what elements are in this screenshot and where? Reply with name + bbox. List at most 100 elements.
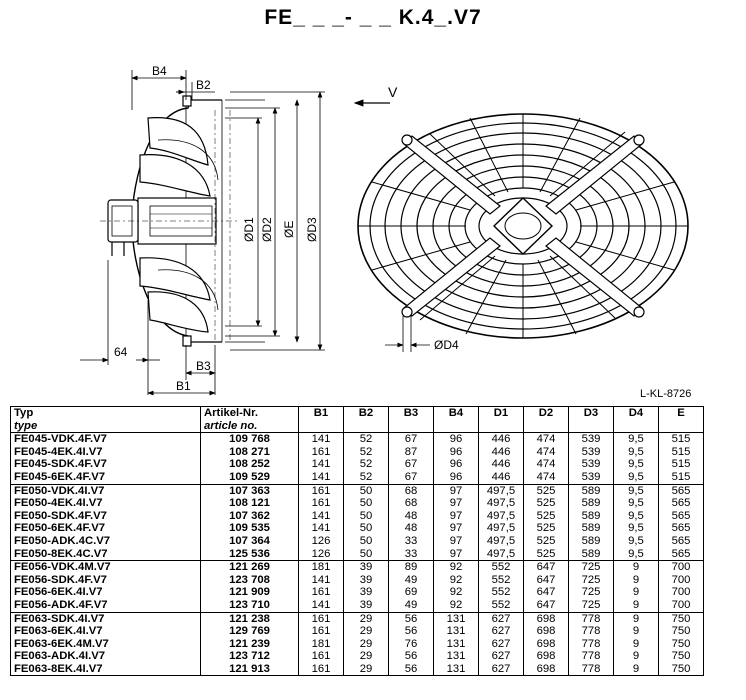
dimension-cell: 9: [613, 560, 659, 574]
article-number-cell: 121 909: [200, 586, 299, 599]
dimension-cell: 67: [388, 432, 434, 446]
dimension-cell: 627: [478, 611, 524, 626]
dimension-cell: 50: [343, 509, 389, 523]
dimension-cell: 141: [298, 470, 344, 485]
type-cell: FE063-SDK.4I.V7: [10, 611, 201, 626]
dimension-cell: 9,5: [613, 522, 659, 535]
dimension-cell: 52: [343, 445, 389, 459]
dimension-cell: 474: [523, 432, 569, 446]
article-number-cell: 107 362: [200, 509, 299, 523]
dimension-cell: 539: [568, 445, 614, 459]
dimension-cell: 539: [568, 470, 614, 485]
column-header-sublabel: article no.: [204, 419, 258, 432]
dimension-cell: 76: [388, 637, 434, 651]
dimension-cell: 68: [388, 497, 434, 510]
label-b2: B2: [196, 78, 211, 92]
dimension-cell: 161: [298, 483, 344, 498]
type-cell: FE045-6EK.4F.V7: [10, 470, 201, 485]
dimension-cell: 552: [478, 573, 524, 587]
column-header: E: [658, 406, 704, 434]
dimension-cell: 97: [433, 497, 479, 510]
type-cell: FE045-SDK.4F.V7: [10, 458, 201, 471]
dimension-cell: 552: [478, 560, 524, 574]
dimension-cell: 52: [343, 470, 389, 485]
dimension-cell: 161: [298, 445, 344, 459]
type-cell: FE050-ADK.4C.V7: [10, 534, 201, 548]
dimension-cell: 29: [343, 625, 389, 638]
article-number-cell: 123 708: [200, 573, 299, 587]
dimension-cell: 92: [433, 560, 479, 574]
label-b3: B3: [196, 359, 211, 373]
dimension-cell: 161: [298, 497, 344, 510]
article-number-cell: 109 768: [200, 432, 299, 446]
article-number-cell: 107 363: [200, 483, 299, 498]
dimension-cell: 725: [568, 560, 614, 574]
dimension-cell: 39: [343, 586, 389, 599]
type-cell: FE050-VDK.4I.V7: [10, 483, 201, 498]
dimension-cell: 446: [478, 445, 524, 459]
dimension-cell: 50: [343, 522, 389, 535]
label-e: ØE: [282, 221, 296, 238]
article-number-cell: 109 529: [200, 470, 299, 485]
column-header-label: B3: [403, 407, 419, 419]
dimension-lines: [80, 70, 325, 396]
article-number-cell: 123 712: [200, 650, 299, 663]
dimension-cell: 497,5: [478, 509, 524, 523]
dimension-cell: 9: [613, 662, 659, 676]
dimension-cell: 552: [478, 586, 524, 599]
dimension-cell: 49: [388, 598, 434, 612]
column-header-label: D3: [583, 407, 599, 419]
dimension-cell: 565: [658, 522, 704, 535]
label-64: 64: [114, 345, 128, 359]
article-number-cell: 121 913: [200, 662, 299, 676]
dimension-cell: 497,5: [478, 497, 524, 510]
dimension-cell: 474: [523, 470, 569, 485]
dimension-cell: 56: [388, 611, 434, 626]
dimension-cell: 497,5: [478, 522, 524, 535]
dimension-cell: 89: [388, 560, 434, 574]
type-cell: FE050-SDK.4F.V7: [10, 509, 201, 523]
dimension-cell: 474: [523, 445, 569, 459]
dimension-cell: 750: [658, 650, 704, 663]
dimension-cell: 698: [523, 650, 569, 663]
article-number-cell: 121 269: [200, 560, 299, 574]
dimension-cell: 497,5: [478, 534, 524, 548]
dimension-cell: 778: [568, 611, 614, 626]
dimension-cell: 33: [388, 534, 434, 548]
dimension-cell: 9,5: [613, 509, 659, 523]
dimension-cell: 131: [433, 650, 479, 663]
dimension-cell: 131: [433, 611, 479, 626]
dimension-cell: 131: [433, 662, 479, 676]
dimension-cell: 29: [343, 637, 389, 651]
column-header-label: B1: [313, 407, 329, 419]
dimension-cell: 56: [388, 650, 434, 663]
dimension-cell: 725: [568, 573, 614, 587]
dimension-cell: 565: [658, 547, 704, 561]
dimension-cell: 33: [388, 547, 434, 561]
dimension-cell: 9: [613, 650, 659, 663]
type-cell: FE050-8EK.4C.V7: [10, 547, 201, 561]
dimension-cell: 141: [298, 432, 344, 446]
column-header-label: D2: [538, 407, 554, 419]
dimension-cell: 87: [388, 445, 434, 459]
article-number-cell: 108 252: [200, 458, 299, 471]
label-d3: ØD3: [305, 217, 319, 242]
dimension-cell: 9,5: [613, 547, 659, 561]
dimension-cell: 96: [433, 445, 479, 459]
dimension-cell: 778: [568, 625, 614, 638]
fan-side-view: [100, 95, 240, 347]
column-header: B1: [298, 406, 344, 434]
article-number-cell: 123 710: [200, 598, 299, 612]
dimension-cell: 131: [433, 637, 479, 651]
label-view: V: [388, 84, 398, 100]
column-header-label: D4: [628, 407, 644, 419]
